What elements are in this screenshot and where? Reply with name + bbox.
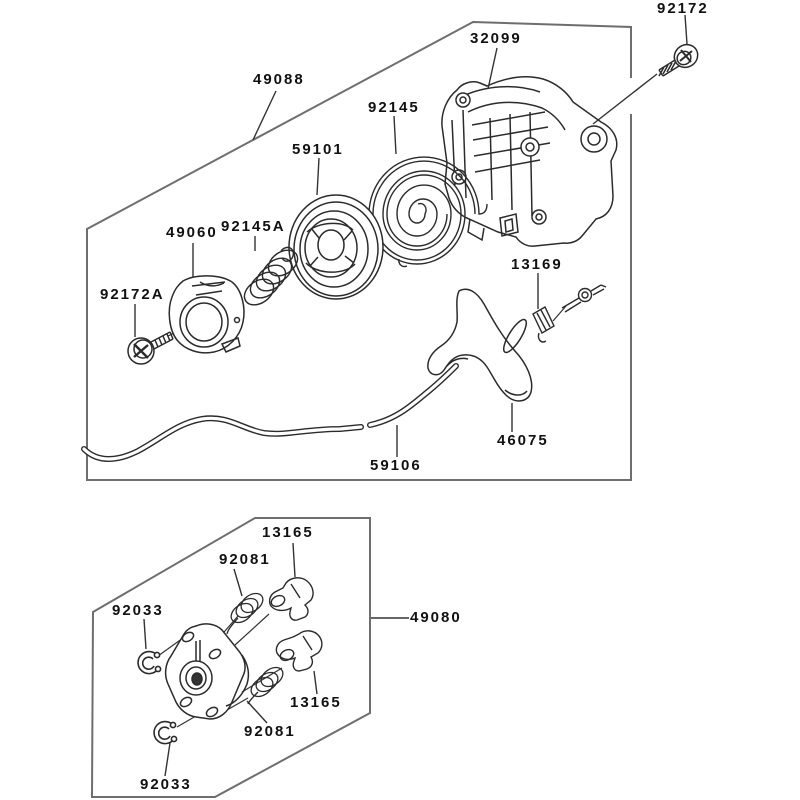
- guide-13169-drawing: [532, 284, 607, 343]
- pawl-13165-lower-drawing: [275, 630, 323, 672]
- part-label-92033-lower: 92033: [140, 776, 192, 793]
- part-label-92145A: 92145A: [221, 218, 286, 235]
- leader-lines: [134, 14, 688, 777]
- hub-49060-drawing: [168, 275, 245, 354]
- spring-92081-upper-drawing: [226, 592, 264, 635]
- part-label-13169: 13169: [511, 256, 563, 273]
- upper-assembly-border: [86, 20, 632, 481]
- pawl-plate-drawing: [164, 623, 250, 720]
- part-label-13165-lower: 13165: [290, 694, 342, 711]
- part-label-59106: 59106: [370, 457, 422, 474]
- screw-92172-drawing: [658, 43, 699, 77]
- housing-32099-drawing: [441, 76, 618, 247]
- part-label-92172: 92172: [657, 0, 709, 17]
- spring-92081-lower-drawing: [247, 666, 284, 705]
- part-label-92145: 92145: [368, 99, 420, 116]
- part-label-92081-lower: 92081: [244, 723, 296, 740]
- eclip-92033-lower-drawing: [153, 720, 178, 745]
- part-label-49088: 49088: [253, 71, 305, 88]
- part-label-32099: 32099: [470, 30, 522, 47]
- eclip-92033-upper-drawing: [137, 650, 162, 675]
- part-label-46075: 46075: [497, 432, 549, 449]
- part-label-92033-upper: 92033: [112, 602, 164, 619]
- rope-59106-drawing: [81, 363, 459, 462]
- part-label-92172A: 92172A: [100, 286, 165, 303]
- coil-spring-92145A-drawing: [243, 246, 299, 306]
- pawl-13165-upper-drawing: [268, 577, 314, 621]
- pulley-59101-drawing: [288, 194, 384, 300]
- lower-assembly-border: [90, 517, 371, 798]
- handle-46075-drawing: [427, 288, 533, 402]
- part-label-13165-upper: 13165: [262, 524, 314, 541]
- part-label-92081-upper: 92081: [219, 551, 271, 568]
- part-label-49060: 49060: [166, 224, 218, 241]
- part-label-59101: 59101: [292, 141, 344, 158]
- screw-92172A-drawing: [127, 331, 174, 365]
- spiral-spring-92145-drawing: [368, 156, 488, 268]
- part-label-49080: 49080: [410, 609, 462, 626]
